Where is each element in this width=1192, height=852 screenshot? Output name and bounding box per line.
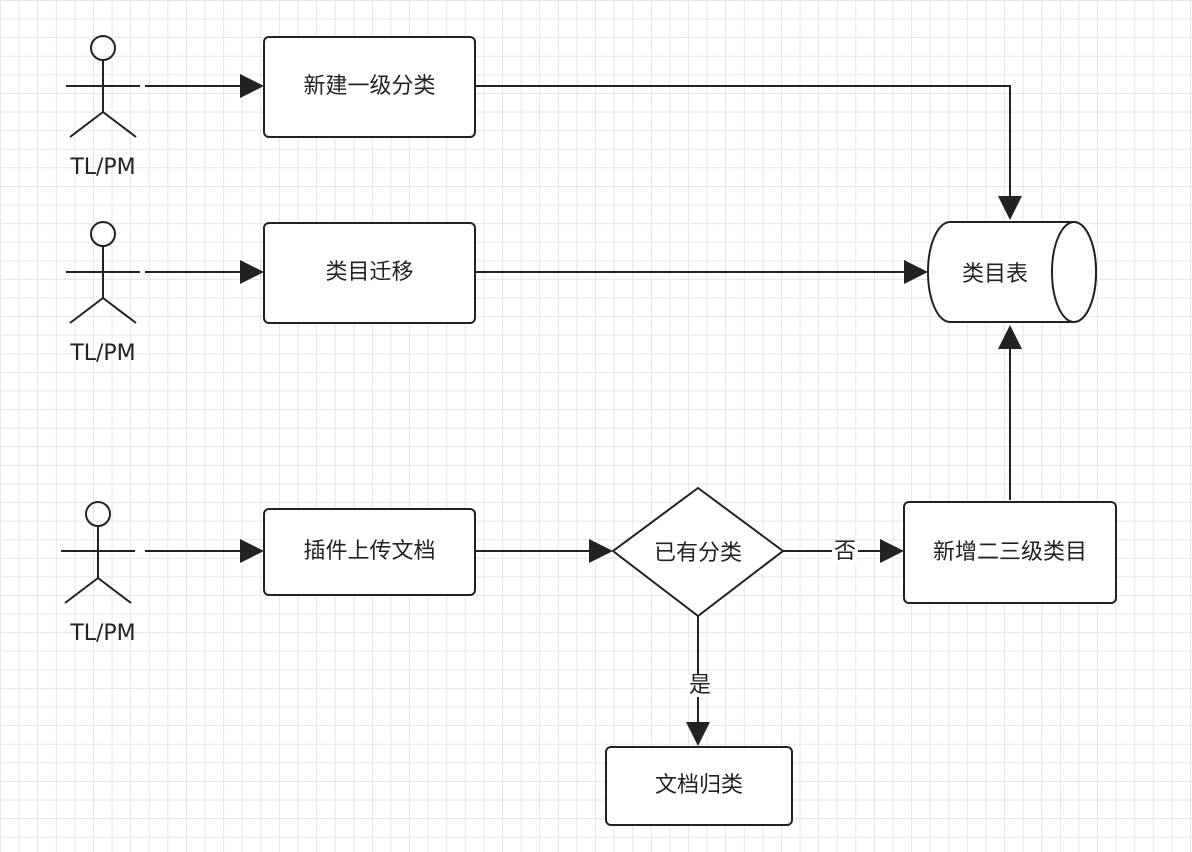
database-cylinder-shape <box>927 221 1097 323</box>
actor-figure-3 <box>61 501 135 604</box>
actor-figure-1 <box>66 35 140 138</box>
decision-has-category-label[interactable]: 已有分类 <box>653 541 742 566</box>
node-category-migration[interactable]: 类目迁移 <box>263 222 476 324</box>
actor-figure-2 <box>66 221 140 324</box>
database-category-table-label[interactable]: 类目表 <box>961 262 1028 287</box>
edge-label-no: 否 <box>832 539 859 564</box>
node-add-level23-category[interactable]: 新增二三级类目 <box>903 501 1117 604</box>
decision-diamond-shape <box>611 486 785 618</box>
node-create-level1-category[interactable]: 新建一级分类 <box>263 36 476 138</box>
node-document-classify[interactable]: 文档归类 <box>605 746 793 826</box>
edge-create-to-table <box>476 85 1022 220</box>
actor-label-2: TL/PM <box>70 341 136 366</box>
node-plugin-upload-document[interactable]: 插件上传文档 <box>263 508 476 596</box>
actor-label-1: TL/PM <box>70 155 136 180</box>
actor-label-3: TL/PM <box>70 621 136 646</box>
edge-label-yes: 是 <box>687 673 714 698</box>
